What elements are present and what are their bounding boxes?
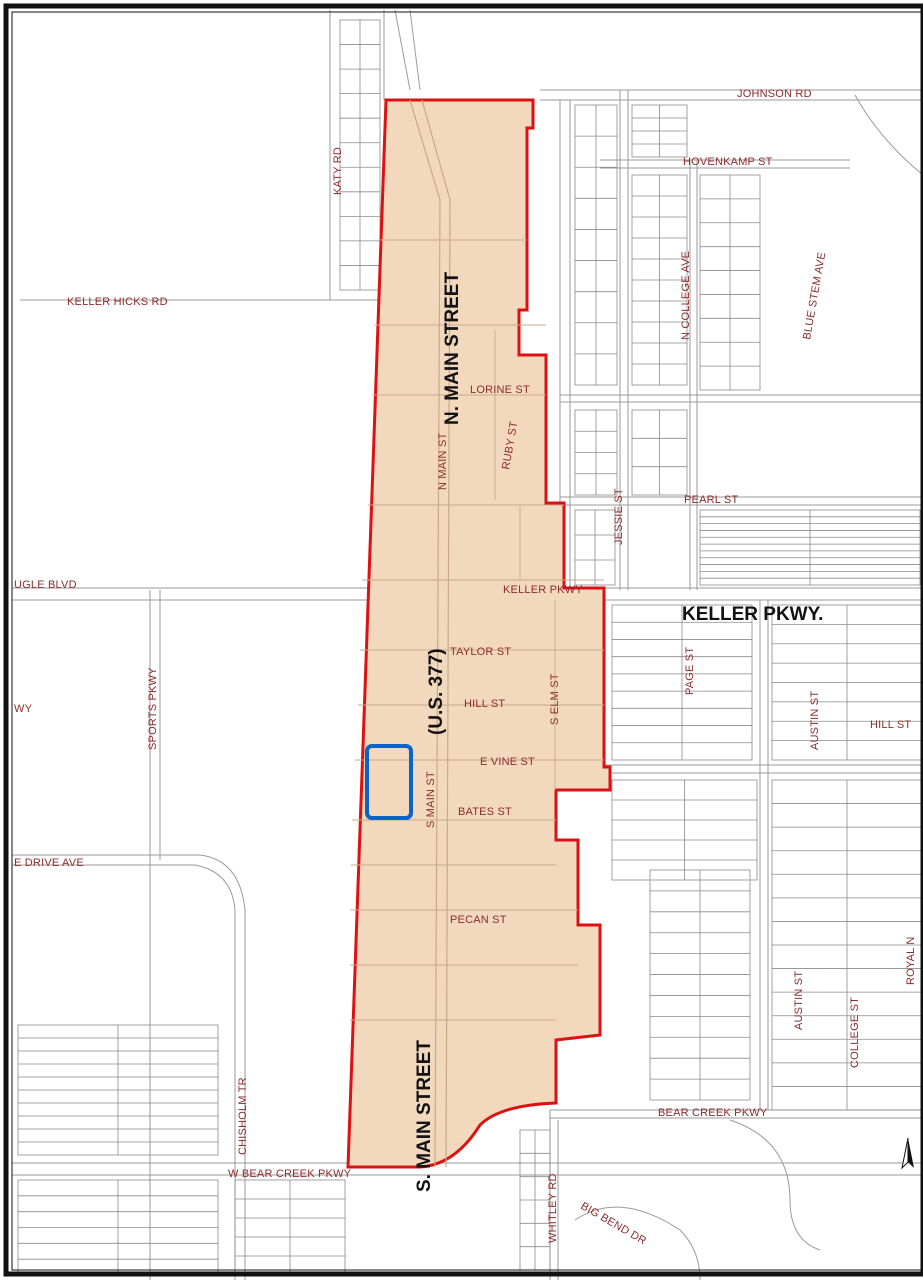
label-keller-pkwy: KELLER PKWY. — [682, 604, 823, 625]
street-label-s-main-st: S MAIN ST — [425, 771, 437, 828]
highlighted-parcel-box[interactable] — [365, 744, 413, 820]
street-label-bear-creek-pkwy: BEAR CREEK PKWY — [658, 1107, 768, 1119]
parcel-linework — [12, 9, 923, 1280]
street-label-hill-st: HILL ST — [464, 698, 505, 710]
street-label-johnson-rd: JOHNSON RD — [737, 88, 812, 100]
district-streets — [350, 99, 604, 1168]
street-label-w-bear-creek-pkwy: W BEAR CREEK PKWY — [228, 1168, 352, 1180]
north-arrow-icon — [901, 1137, 914, 1170]
street-label-pecan-st: PECAN ST — [450, 914, 507, 926]
street-label-royal-n: ROYAL N — [905, 937, 917, 985]
street-label-jessie-st: JESSIE ST — [613, 488, 625, 545]
street-label-austin-st-north: AUSTIN ST — [809, 691, 821, 750]
street-label-pearl-st: PEARL ST — [684, 494, 738, 506]
street-label-hovenkamp-st: HOVENKAMP ST — [683, 156, 773, 168]
street-label-keller-hicks-rd: KELLER HICKS RD — [67, 296, 168, 308]
district-boundary — [346, 98, 612, 1169]
label-n-main-street: N. MAIN STREET — [442, 272, 463, 425]
street-label-page-st: PAGE ST — [684, 647, 696, 695]
street-label-hill-st-east: HILL ST — [870, 719, 911, 731]
map-inner-frame — [11, 11, 923, 1271]
street-label-chisholm-tr: CHISHOLM TR — [237, 1077, 249, 1155]
street-label-n-college-ave: N COLLEGE AVE — [680, 251, 692, 340]
street-labels: JOHNSON RD HOVENKAMP ST KATY RD N COLLEG… — [14, 88, 917, 1247]
street-label-sports-pkwy: SPORTS PKWY — [147, 667, 159, 750]
street-label-s-elm-st: S ELM ST — [549, 673, 561, 725]
street-label-wy: WY — [14, 703, 33, 715]
street-label-college-st: COLLEGE ST — [849, 997, 861, 1068]
street-label-katy-rd: KATY RD — [332, 147, 344, 195]
street-label-drive-ave: E DRIVE AVE — [14, 857, 84, 869]
label-s-main-street: S. MAIN STREET — [414, 1040, 435, 1192]
street-label-whitley-rd: WHITLEY RD — [547, 1173, 559, 1243]
street-label-austin-st-south: AUSTIN ST — [793, 971, 805, 1030]
label-us-377: (U.S. 377) — [426, 648, 447, 735]
street-label-taylor-st: TAYLOR ST — [450, 646, 511, 658]
map-frame — [3, 3, 923, 1277]
street-label-e-vine-st: E VINE ST — [480, 756, 535, 768]
street-label-n-main-st: N MAIN ST — [437, 433, 449, 490]
street-label-lorine-st: LORINE ST — [470, 384, 530, 396]
street-label-ugle-blvd: UGLE BLVD — [14, 579, 77, 591]
street-label-keller-pkwy-small: KELLER PKWY — [503, 584, 583, 596]
street-label-bates-st: BATES ST — [458, 806, 512, 818]
